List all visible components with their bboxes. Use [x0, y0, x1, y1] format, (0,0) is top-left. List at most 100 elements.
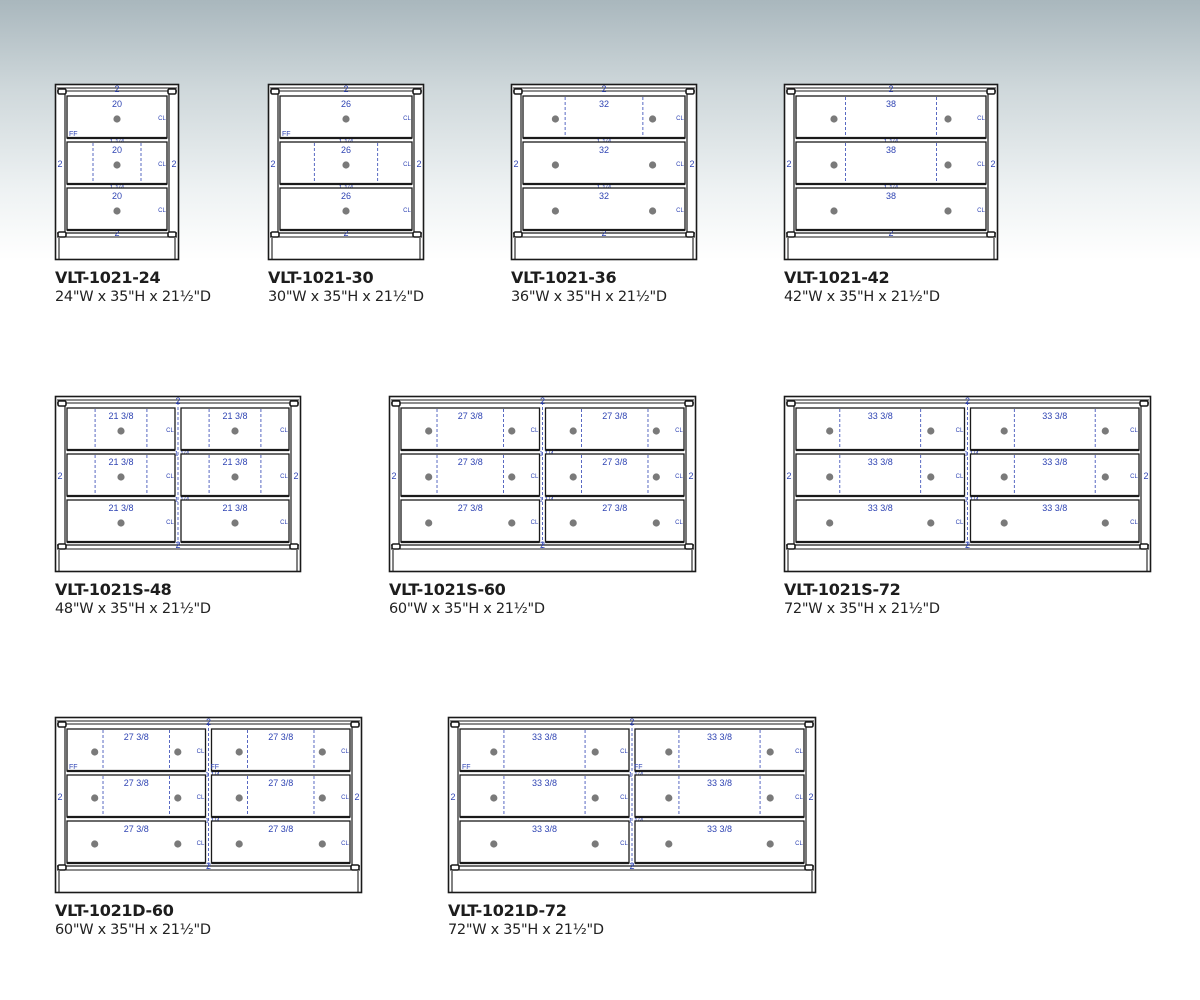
drawer-width-label: 21 3/8	[222, 503, 247, 513]
knob-icon	[665, 840, 673, 848]
knob-icon	[551, 161, 559, 169]
drawer-width-label: 32	[599, 145, 609, 155]
knob-icon	[235, 794, 243, 802]
drawer-front	[795, 499, 966, 543]
knob-icon	[113, 115, 121, 123]
drawer-width-label: 33 3/8	[532, 778, 557, 788]
knob-icon	[569, 473, 577, 481]
model-number: VLT-1021-42	[784, 268, 890, 287]
dresser-elevation-drawing: 222232CL1 1/432CL1 1/432CL	[510, 83, 698, 261]
right-dimension-label: 2	[688, 471, 693, 481]
knob-icon	[826, 427, 834, 435]
corner-bracket	[350, 721, 360, 728]
centerline-mark: CL	[531, 520, 539, 526]
right-dimension-label: 2	[808, 792, 813, 802]
centerline-mark: CL	[158, 162, 166, 168]
centerline-mark: CL	[166, 428, 174, 434]
drawer-width-label: 26	[341, 191, 351, 201]
knob-icon	[425, 473, 433, 481]
product-dimensions: 72"W x 35"H x 21½"D	[784, 601, 940, 617]
knob-icon	[826, 473, 834, 481]
centerline-mark: CL	[341, 841, 349, 847]
drawer-width-label: 27 3/8	[458, 457, 483, 467]
drawer-front	[459, 728, 630, 772]
left-dimension-label: 2	[57, 792, 62, 802]
knob-icon	[927, 427, 935, 435]
centerline-mark: CL	[403, 208, 411, 214]
knob-icon	[649, 207, 657, 215]
centerline-mark: CL	[158, 116, 166, 122]
drawer-front	[400, 407, 541, 451]
model-number: VLT-1021D-72	[448, 901, 567, 920]
corner-bracket	[1139, 543, 1149, 550]
drawer-width-label: 20	[112, 191, 122, 201]
model-number: VLT-1021-36	[511, 268, 617, 287]
drawer-front	[210, 728, 351, 772]
knob-icon	[113, 161, 121, 169]
centerline-mark: CL	[280, 520, 288, 526]
knob-icon	[490, 794, 498, 802]
drawer-width-label: 33 3/8	[1042, 411, 1067, 421]
drawer-width-label: 27 3/8	[124, 824, 149, 834]
drawer-front	[795, 453, 966, 497]
knob-icon	[174, 840, 182, 848]
centerline-mark: CL	[166, 520, 174, 526]
drawer-front	[969, 499, 1140, 543]
product-dimensions: 36"W x 35"H x 21½"D	[511, 289, 667, 305]
centerline-mark: CL	[977, 116, 985, 122]
drawer-front	[795, 407, 966, 451]
centerline-mark: CL	[166, 474, 174, 480]
corner-bracket	[786, 88, 796, 95]
knob-icon	[652, 473, 660, 481]
corner-bracket	[57, 88, 67, 95]
knob-icon	[490, 840, 498, 848]
drawer-width-label: 33 3/8	[1042, 503, 1067, 513]
knob-icon	[591, 748, 599, 756]
top-dimension-label: 2	[888, 84, 893, 94]
left-dimension-label: 2	[786, 159, 791, 169]
drawer-width-label: 21 3/8	[108, 457, 133, 467]
corner-bracket	[1139, 400, 1149, 407]
centerline-mark: CL	[531, 428, 539, 434]
product-dimensions: 30"W x 35"H x 21½"D	[268, 289, 424, 305]
centerline-mark: CL	[956, 428, 964, 434]
product-vlt-1021-36: 222232CL1 1/432CL1 1/432CLVLT-1021-3636"…	[510, 83, 698, 320]
knob-icon	[551, 115, 559, 123]
drawer-width-label: 27 3/8	[268, 778, 293, 788]
knob-icon	[649, 115, 657, 123]
top-dimension-label: 2	[343, 84, 348, 94]
drawer-width-label: 20	[112, 145, 122, 155]
knob-icon	[91, 794, 99, 802]
centerline-mark: CL	[977, 208, 985, 214]
right-dimension-label: 2	[416, 159, 421, 169]
knob-icon	[830, 115, 838, 123]
centerline-mark: CL	[158, 208, 166, 214]
right-dimension-label: 2	[293, 471, 298, 481]
corner-bracket	[786, 400, 796, 407]
drawer-width-label: 26	[341, 145, 351, 155]
drawer-front	[634, 774, 805, 818]
centerline-mark: CL	[197, 749, 205, 755]
corner-bracket	[289, 400, 299, 407]
centerline-mark: CL	[676, 208, 684, 214]
finished-face-mark: FF	[282, 131, 291, 138]
centerline-mark: CL	[1130, 474, 1138, 480]
corner-bracket	[57, 721, 67, 728]
drawer-width-label: 33 3/8	[868, 503, 893, 513]
drawer-width-label: 20	[112, 99, 122, 109]
knob-icon	[551, 207, 559, 215]
model-number: VLT-1021-24	[55, 268, 161, 287]
drawer-width-label: 21 3/8	[108, 503, 133, 513]
product-dimensions: 42"W x 35"H x 21½"D	[784, 289, 940, 305]
corner-bracket	[391, 543, 401, 550]
drawer-width-label: 27 3/8	[602, 457, 627, 467]
finished-face-mark: FF	[69, 764, 78, 771]
drawer-width-label: 27 3/8	[268, 824, 293, 834]
knob-icon	[342, 161, 350, 169]
left-dimension-label: 2	[57, 159, 62, 169]
drawer-width-label: 27 3/8	[124, 778, 149, 788]
knob-icon	[231, 473, 239, 481]
